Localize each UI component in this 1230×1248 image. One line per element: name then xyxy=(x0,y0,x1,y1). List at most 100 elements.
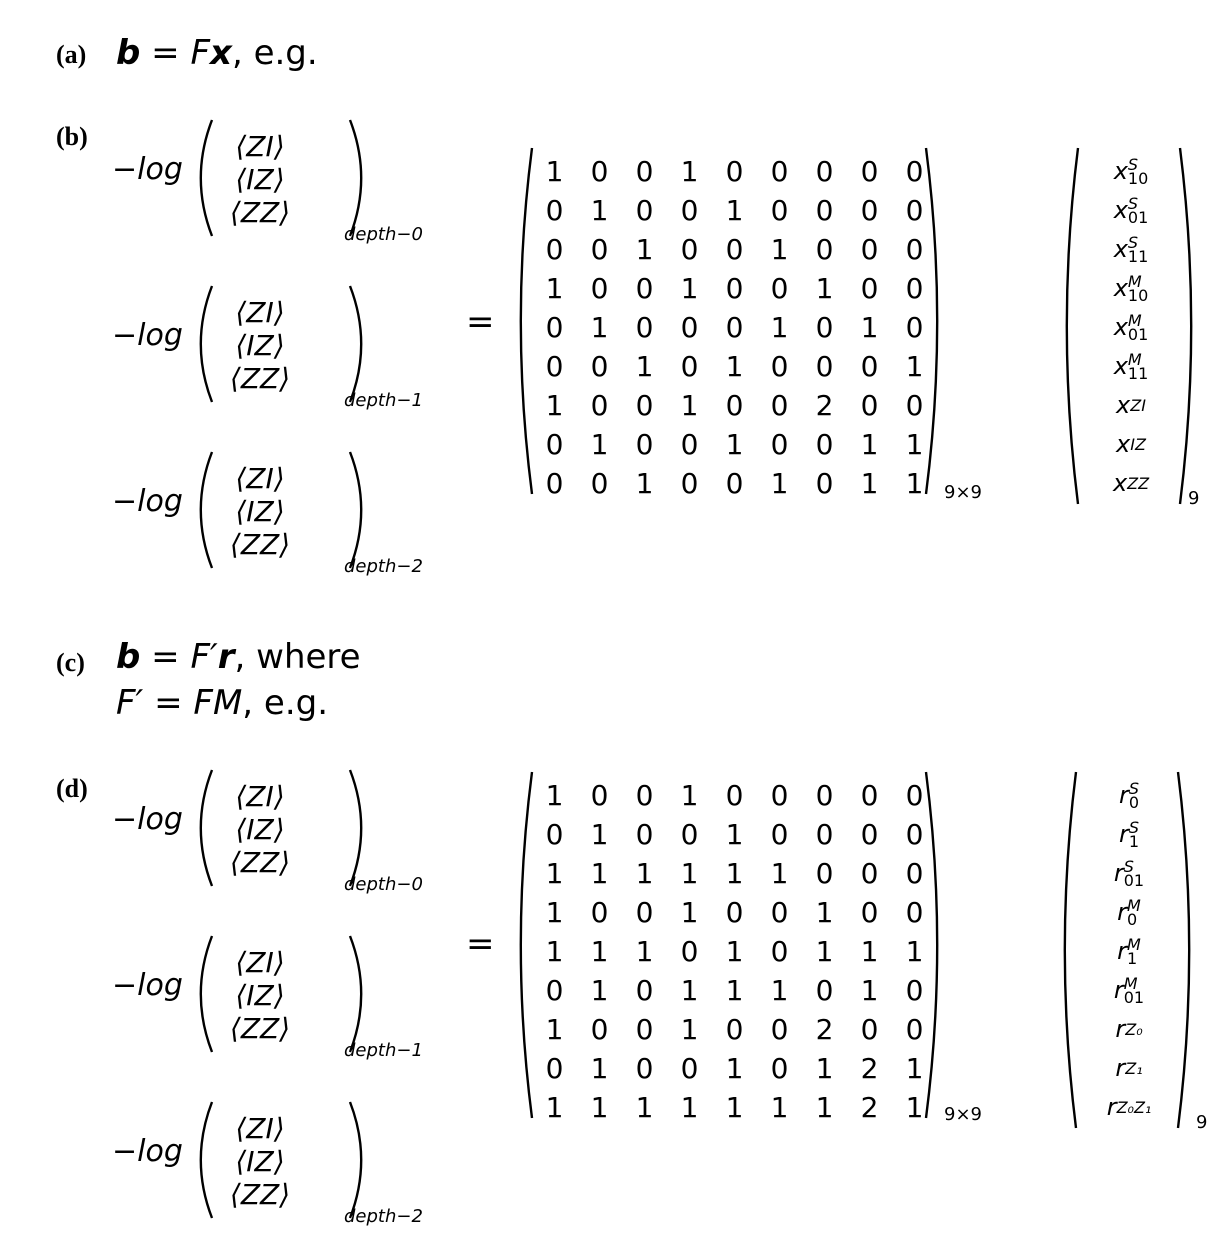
matrix-cell: 0 xyxy=(905,389,924,422)
equals-sign-b: = xyxy=(466,302,495,342)
matrix-cell: 0 xyxy=(545,233,564,266)
matrix-cell: 0 xyxy=(770,389,789,422)
matrix-cell: 0 xyxy=(905,272,924,305)
matrix-cell: 2 xyxy=(860,1052,879,1085)
matrix-cell: 1 xyxy=(635,935,654,968)
x-vector: x xyxy=(210,33,232,73)
matrix-cell: 0 xyxy=(680,428,699,461)
matrix-cell: 1 xyxy=(770,857,789,890)
matrix-cell: 1 xyxy=(635,1091,654,1124)
statement-a: b = Fx, e.g. xyxy=(116,30,318,76)
matrix-cell: 0 xyxy=(860,194,879,227)
matrix-cell: 1 xyxy=(545,857,564,890)
matrix-cell: 1 xyxy=(680,896,699,929)
right-paren xyxy=(348,769,363,887)
matrix-cell: 1 xyxy=(545,155,564,188)
matrix-cell: 1 xyxy=(590,428,609,461)
matrix-cell: 1 xyxy=(725,857,744,890)
matrix-cell: 0 xyxy=(545,350,564,383)
vector-entry: xIZ xyxy=(1116,430,1146,458)
lhs-block-d-depth2: −log ⟨ZI⟩⟨IZ⟩⟨ZZ⟩ depth−2 xyxy=(112,1100,552,1230)
matrix-cell: 1 xyxy=(590,857,609,890)
entry-zz: ⟨ZZ⟩ xyxy=(229,1012,291,1045)
label-c: (c) xyxy=(56,648,85,677)
matrix-cell: 0 xyxy=(770,1013,789,1046)
matrix-cell: 0 xyxy=(635,1052,654,1085)
matrix-cell: 0 xyxy=(635,779,654,812)
matrix-cell: 0 xyxy=(815,779,834,812)
expectation-vector xyxy=(192,768,372,888)
matrix-cell: 0 xyxy=(770,272,789,305)
matrix-cell: 0 xyxy=(860,1013,879,1046)
matrix-cell: 1 xyxy=(635,857,654,890)
matrix-cell: 1 xyxy=(860,311,879,344)
matrix-cell: 1 xyxy=(905,428,924,461)
matrix-cell: 0 xyxy=(590,272,609,305)
matrix-cell: 1 xyxy=(725,818,744,851)
matrix-cell: 0 xyxy=(725,311,744,344)
matrix-cell: 1 xyxy=(860,935,879,968)
matrix-cell: 0 xyxy=(590,467,609,500)
right-paren xyxy=(348,285,363,403)
lhs-block-d-depth0: −log ⟨ZI⟩⟨IZ⟩⟨ZZ⟩ depth−0 xyxy=(112,768,552,898)
expectation-vector xyxy=(192,934,372,1054)
right-paren xyxy=(1178,147,1193,505)
matrix-cell: 0 xyxy=(815,428,834,461)
entry-zi: ⟨ZI⟩ xyxy=(235,946,285,979)
lhs-block-d-depth1: −log ⟨ZI⟩⟨IZ⟩⟨ZZ⟩ depth−1 xyxy=(112,934,552,1064)
matrix-cell: 0 xyxy=(815,233,834,266)
matrix-cell: 0 xyxy=(860,350,879,383)
matrix-cell: 0 xyxy=(860,779,879,812)
equals-sign-d: = xyxy=(466,924,495,964)
matrix-cell: 0 xyxy=(635,311,654,344)
matrix-cell: 0 xyxy=(860,155,879,188)
matrix-cell: 0 xyxy=(905,311,924,344)
matrix-cell: 1 xyxy=(770,233,789,266)
left-paren xyxy=(199,451,214,569)
matrix-cell: 0 xyxy=(680,311,699,344)
matrix-cell: 0 xyxy=(905,857,924,890)
matrix-cell: 1 xyxy=(590,1052,609,1085)
matrix-cell: 0 xyxy=(815,155,834,188)
matrix-cell: 0 xyxy=(545,467,564,500)
matrix-cell: 0 xyxy=(725,1013,744,1046)
vector-entry: rZ₀Z₁ xyxy=(1106,1093,1152,1121)
entry-zi: ⟨ZI⟩ xyxy=(235,1112,285,1145)
left-paren xyxy=(1065,147,1080,505)
right-paren xyxy=(348,119,363,237)
right-paren xyxy=(1176,771,1191,1129)
matrix-cell: 1 xyxy=(815,1052,834,1085)
left-paren xyxy=(199,285,214,403)
matrix-cell: 1 xyxy=(860,974,879,1007)
matrix-cell: 1 xyxy=(680,974,699,1007)
matrix-cell: 0 xyxy=(635,818,654,851)
entry-iz: ⟨IZ⟩ xyxy=(235,329,285,362)
matrix-cell: 0 xyxy=(770,818,789,851)
matrix-cell: 0 xyxy=(905,155,924,188)
matrix-cell: 0 xyxy=(725,155,744,188)
fm-product: FM xyxy=(193,683,243,723)
matrix-cell: 0 xyxy=(815,350,834,383)
matrix-cell: 1 xyxy=(545,779,564,812)
minus-log: −log xyxy=(112,318,183,353)
matrix-cell: 0 xyxy=(770,428,789,461)
right-paren xyxy=(348,1101,363,1219)
matrix-cell: 0 xyxy=(815,311,834,344)
matrix-cell: 0 xyxy=(770,155,789,188)
depth-subscript: depth−0 xyxy=(344,224,423,245)
left-paren xyxy=(1063,771,1078,1129)
matrix-cell: 1 xyxy=(680,779,699,812)
matrix-cell: 1 xyxy=(905,350,924,383)
vector-entry: rZ₁ xyxy=(1115,1054,1143,1082)
vector-x-dimension: 9 xyxy=(1188,488,1200,509)
matrix-cell: 0 xyxy=(590,896,609,929)
matrix-cell: 0 xyxy=(725,896,744,929)
right-paren xyxy=(924,147,939,495)
matrix-cell: 0 xyxy=(680,467,699,500)
right-paren xyxy=(348,451,363,569)
lhs-block-b-depth0: −log ⟨ZI⟩⟨IZ⟩⟨ZZ⟩ depth−0 xyxy=(112,118,552,248)
expectation-vector xyxy=(192,284,372,404)
